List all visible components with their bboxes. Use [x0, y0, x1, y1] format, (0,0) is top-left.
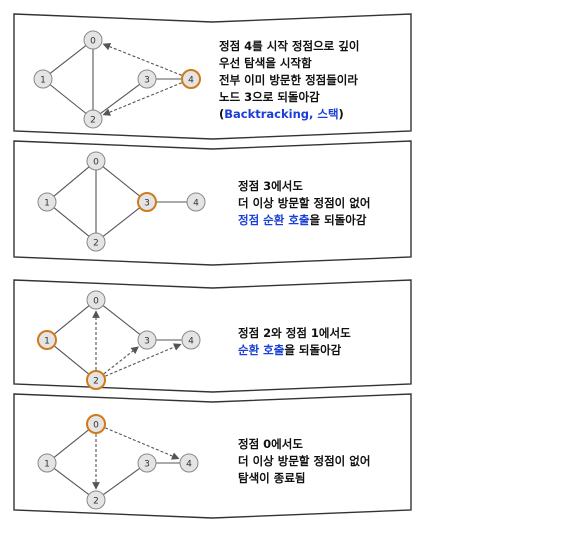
node-2-circle	[86, 232, 106, 252]
edge-2-3	[102, 467, 141, 496]
node-1-circle	[37, 453, 57, 473]
arrow-0-to-4	[105, 427, 180, 460]
panel-4-caption-line-2: 더 이상 방문할 정점이 없어	[238, 454, 371, 468]
edge-1-2	[53, 207, 90, 237]
node-1-circle	[33, 69, 53, 89]
panel-4-caption: 정점 0에서도 더 이상 방문할 정점이 없어 탐색이 종료됨	[238, 436, 370, 487]
node-0-circle	[83, 30, 103, 50]
node-2-label: 2	[93, 377, 99, 387]
node-2-circle	[86, 490, 106, 510]
panel-3-frame	[13, 279, 412, 393]
panel-3-caption-line-1: 정점 2와 정점 1에서도	[238, 326, 351, 340]
node-0-circle	[86, 414, 106, 434]
edge-0-3	[102, 305, 141, 335]
node-0-circle	[86, 290, 106, 310]
panel-4-graph: 0 1 2 3 4	[37, 414, 199, 510]
node-2-circle	[86, 370, 106, 390]
panel-2-caption-line-3: 정점 순환 호출을 되돌아감	[238, 212, 370, 229]
node-0-label: 0	[90, 37, 96, 47]
edge-1-2	[53, 345, 90, 375]
panel-1-caption-highlight: Backtracking, 스택	[224, 107, 339, 121]
node-3-label: 3	[144, 337, 150, 347]
node-3-label: 3	[144, 460, 150, 470]
node-0-label: 0	[93, 158, 99, 168]
panel-2-graph: 0 1 2 3 4	[37, 151, 206, 252]
node-0-label: 0	[93, 297, 99, 307]
panel-1-graph: 0 1 2 3 4	[33, 30, 201, 129]
panel-1-caption-line-2: 우선 탐색을 시작함	[219, 56, 312, 70]
panel-1-caption-line-4: 노드 3으로 되돌아감	[219, 90, 320, 104]
panel-2-frame	[13, 140, 412, 266]
panel-4-caption-line-3: 탐색이 종료됨	[238, 471, 306, 485]
panel-2-caption-highlight: 정점 순환 호출	[238, 213, 310, 227]
node-2-label: 2	[90, 116, 96, 126]
node-1-circle	[37, 330, 57, 350]
node-4-circle	[179, 453, 199, 473]
edge-0-1	[53, 305, 90, 335]
node-3-circle	[137, 69, 157, 89]
panel-1-frame	[13, 13, 412, 140]
node-1-label: 1	[44, 460, 50, 470]
panel-2-caption: 정점 3에서도 더 이상 방문할 정점이 없어 정점 순환 호출을 되돌아감	[238, 178, 370, 229]
panel-1-caption: 정점 4를 시작 정점으로 깊이 우선 탐색을 시작함 전부 이미 방문한 정점…	[219, 38, 359, 123]
arrow-4-to-0	[102, 43, 182, 76]
edge-1-2	[49, 84, 87, 114]
node-1-label: 1	[44, 337, 50, 347]
node-4-circle	[186, 192, 206, 212]
node-3-label: 3	[144, 199, 150, 209]
arrow-2-to-4	[105, 343, 182, 377]
node-4-circle	[181, 330, 201, 350]
node-0-label: 0	[93, 421, 99, 431]
edge-1-2	[53, 467, 90, 496]
panel-4-caption-line-1: 정점 0에서도	[238, 437, 303, 451]
node-1-circle	[37, 192, 57, 212]
panel-1-caption-open-paren: (	[219, 107, 225, 121]
node-3-label: 3	[144, 76, 150, 86]
node-0-circle	[86, 151, 106, 171]
node-2-circle	[83, 109, 103, 129]
node-2-label: 2	[93, 497, 99, 507]
edge-0-1	[53, 166, 90, 197]
panel-3-caption-line-2-rest: 을 되돌아감	[284, 343, 342, 357]
panel-2-caption-line-2: 더 이상 방문할 정점이 없어	[238, 196, 371, 210]
edge-2-3	[102, 207, 141, 237]
node-4-label: 4	[193, 199, 199, 209]
panel-3-caption: 정점 2와 정점 1에서도 순환 호출을 되돌아감	[238, 325, 351, 359]
node-2-label: 2	[93, 239, 99, 249]
node-4-circle	[181, 69, 201, 89]
arrow-2-to-3	[103, 346, 139, 375]
panel-3-graph: 0 1 2 3 4	[37, 290, 201, 390]
edge-0-1	[53, 429, 90, 458]
panel-1-caption-line-3: 전부 이미 방문한 정점들이라	[219, 73, 358, 87]
panel-2-caption-line-1: 정점 3에서도	[238, 179, 303, 193]
node-3-circle	[137, 330, 157, 350]
node-1-label: 1	[40, 76, 46, 86]
panel-1-caption-line-1: 정점 4를 시작 정점으로 깊이	[219, 39, 360, 53]
panel-1-caption-close-paren: )	[338, 107, 344, 121]
panel-1-caption-line-5: (Backtracking, 스택)	[219, 106, 359, 123]
node-3-circle	[137, 192, 157, 212]
edge-0-1	[49, 45, 87, 74]
node-4-label: 4	[188, 76, 194, 86]
node-3-circle	[137, 453, 157, 473]
edge-0-3	[102, 166, 141, 197]
panel-3-caption-line-2: 순환 호출을 되돌아감	[238, 342, 351, 359]
node-1-label: 1	[44, 199, 50, 209]
node-4-label: 4	[186, 460, 192, 470]
arrow-4-to-2	[102, 82, 182, 116]
node-4-label: 4	[188, 337, 194, 347]
panel-2-caption-line-3-rest: 을 되돌아감	[309, 213, 367, 227]
panel-3-caption-highlight: 순환 호출	[238, 343, 285, 357]
